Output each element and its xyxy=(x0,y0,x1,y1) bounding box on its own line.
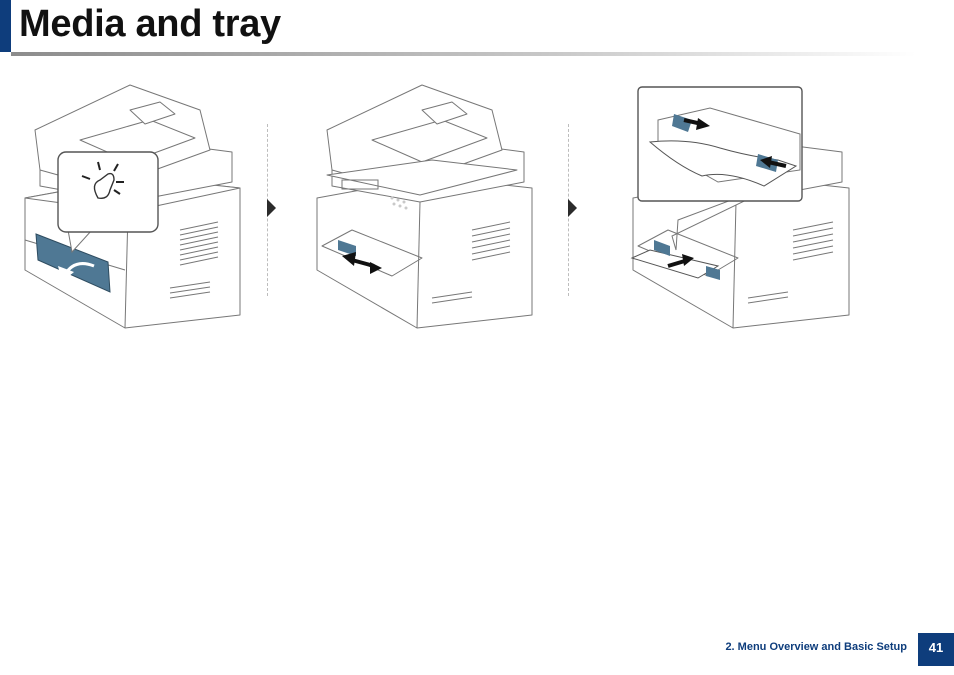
step-arrow-2-icon xyxy=(568,199,577,217)
header-accent-bar xyxy=(0,0,11,52)
step-3-insert-paper-illustration xyxy=(628,70,854,332)
page-number-badge: 41 xyxy=(918,633,954,666)
page-title: Media and tray xyxy=(19,0,281,50)
step-1-press-tray-illustration xyxy=(20,70,245,332)
step-arrow-1-icon xyxy=(267,199,276,217)
title-underline xyxy=(11,52,916,56)
footer-chapter-title: 2. Menu Overview and Basic Setup xyxy=(725,641,907,653)
step-2-adjust-guides-illustration xyxy=(312,70,537,332)
